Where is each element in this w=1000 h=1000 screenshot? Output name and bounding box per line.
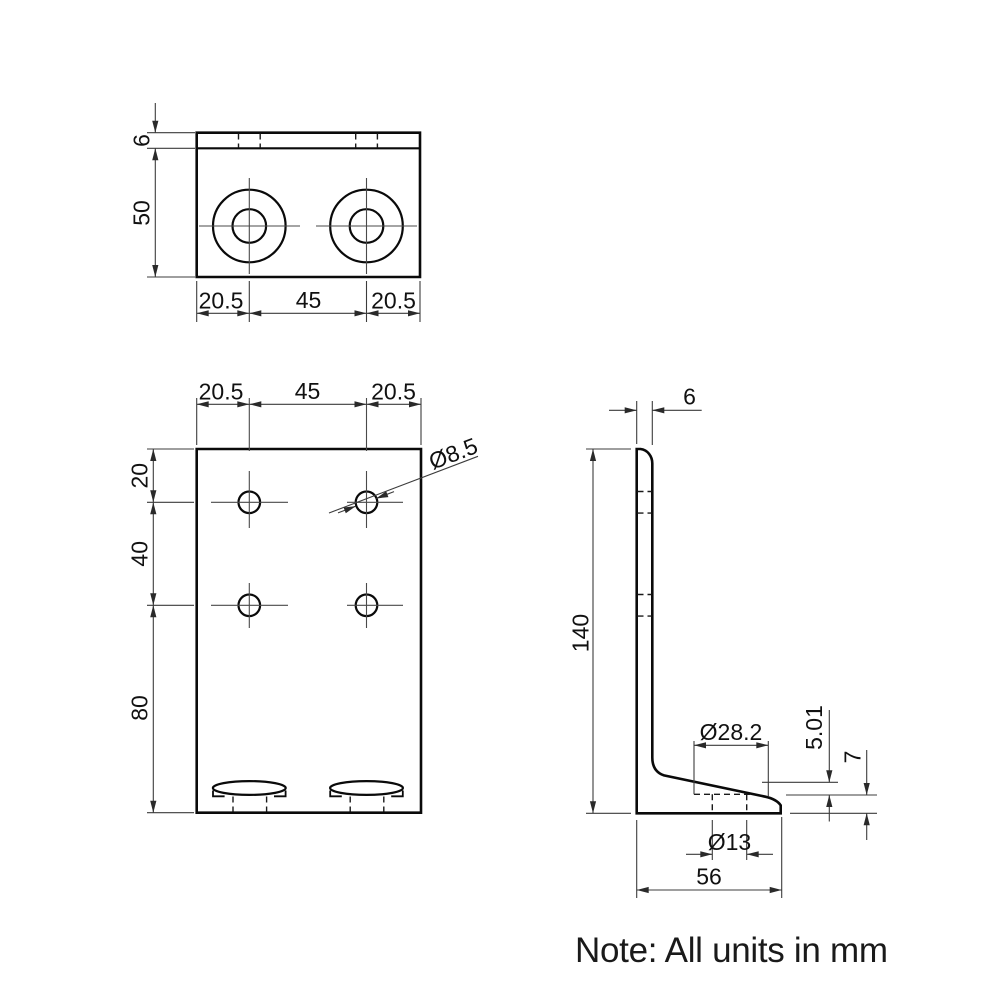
top-view-hidden-lines <box>237 133 379 148</box>
top-view: 6 50 20.5 45 20.5 <box>129 103 422 322</box>
dim-label-top-plate-height: 50 <box>129 200 155 226</box>
dim-label-side-counterbore-depth: 5.01 <box>801 705 827 750</box>
dim-label-side-hole-diameter: Ø13 <box>708 829 751 855</box>
hole-diameter-leader-line <box>328 455 479 514</box>
front-view-hidden-lines <box>232 796 385 812</box>
side-view: 6 140 Ø28.2 5.01 7 <box>568 384 877 898</box>
units-note: Note: All units in mm <box>575 931 888 970</box>
dim-label-top-right-margin: 20.5 <box>371 288 416 314</box>
dim-label-top-flange-thickness: 6 <box>129 134 155 147</box>
counterbore-ellipse-right <box>329 779 405 796</box>
top-view-object-lines <box>195 131 422 279</box>
front-view-object-lines <box>195 447 423 814</box>
front-view: 20.5 45 20.5 20 40 80 Ø8.5 <box>127 378 481 814</box>
side-view-object-lines <box>635 447 782 815</box>
dim-label-side-counterbore-diameter: Ø28.2 <box>700 719 763 745</box>
dim-label-side-tip-thickness: 7 <box>840 751 866 764</box>
counterbore-ellipse-left <box>211 779 287 796</box>
side-view-hidden-lines <box>637 490 754 813</box>
top-view-centerlines <box>199 178 417 274</box>
dim-label-front-hole-spacing: 45 <box>295 378 321 404</box>
dim-label-top-left-margin: 20.5 <box>199 288 244 314</box>
side-view-dimensions: 6 140 Ø28.2 5.01 7 <box>568 384 877 898</box>
dim-label-front-bottom-span: 80 <box>127 695 153 721</box>
dim-label-front-first-row-offset: 20 <box>127 463 153 489</box>
dim-label-front-row-spacing: 40 <box>127 541 153 567</box>
front-view-centerlines <box>211 398 403 628</box>
dim-label-side-wall-thickness: 6 <box>683 384 696 410</box>
front-view-dimensions: 20.5 45 20.5 20 40 80 Ø8.5 <box>127 378 481 814</box>
dim-label-side-base-width: 56 <box>696 864 722 890</box>
dim-label-side-height: 140 <box>568 614 594 652</box>
dim-label-top-hole-spacing: 45 <box>296 287 322 313</box>
dim-label-front-left-margin: 20.5 <box>199 379 244 405</box>
top-view-dimensions: 6 50 20.5 45 20.5 <box>129 103 421 322</box>
dim-label-front-right-margin: 20.5 <box>371 379 416 405</box>
dim-label-front-hole-diameter: Ø8.5 <box>425 432 481 474</box>
